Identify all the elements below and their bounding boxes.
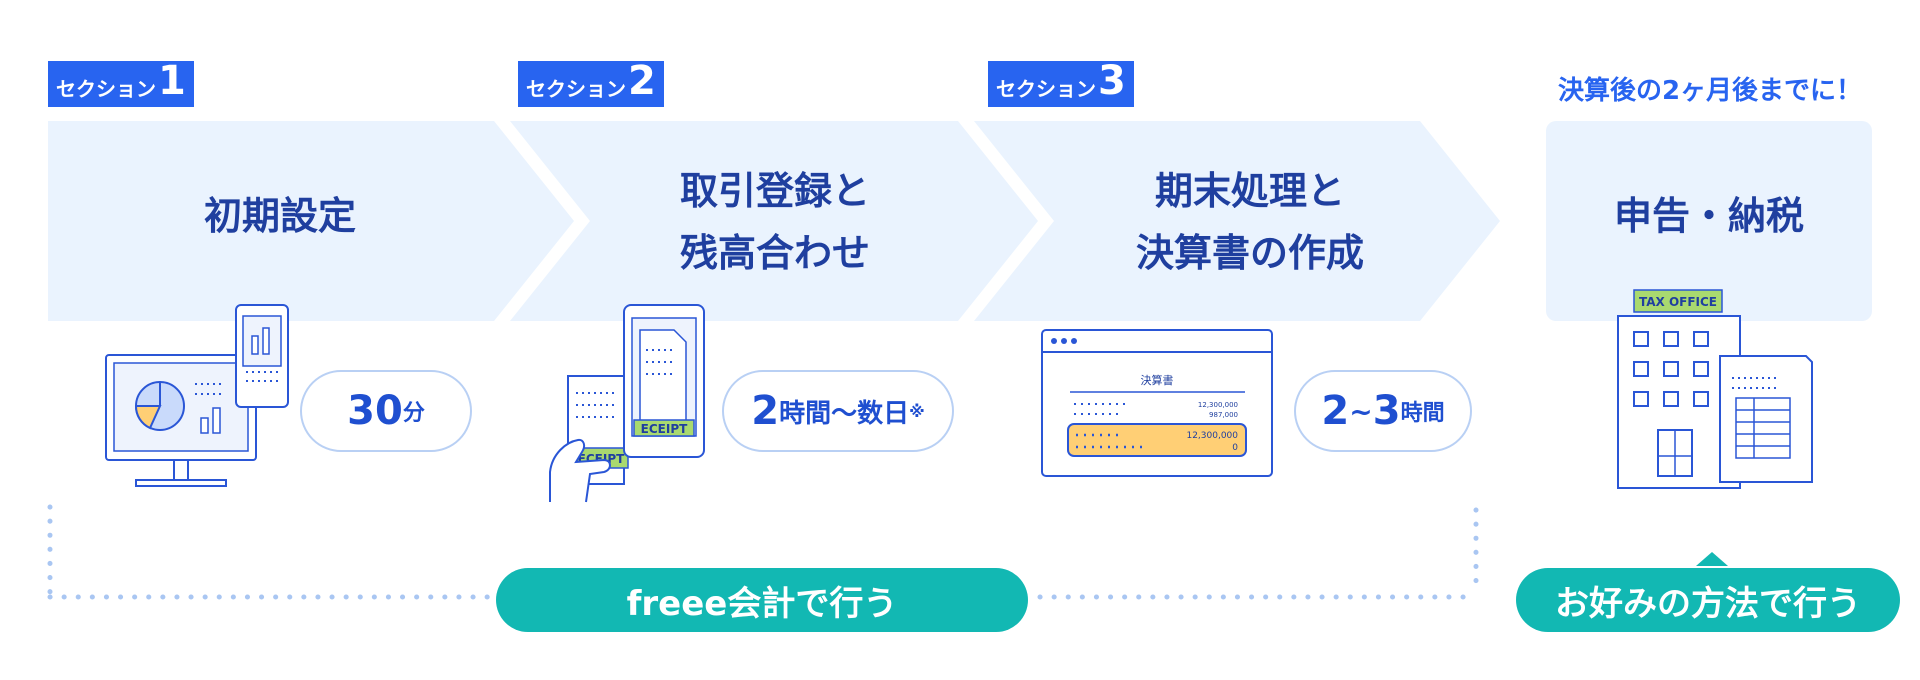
chevron-step-2	[510, 121, 1038, 321]
deadline-note: 決算後の2ヶ月後までに！	[1557, 76, 1863, 106]
step-1-title: 初期設定	[130, 185, 430, 247]
own-method-button[interactable]: お好みの方法で行う	[1516, 568, 1900, 632]
step-title-line: 初期設定	[203, 194, 356, 238]
time-pill-step-3: 2 ~ 3 時間	[1294, 370, 1472, 452]
section-1-tag: セクション 1	[48, 61, 194, 107]
document-title: 決算書	[1141, 373, 1174, 387]
time-pill-step-2: 2 時間〜数日 ※	[722, 370, 954, 452]
final-step-box	[1546, 121, 1872, 321]
footnote-mark: ※	[909, 401, 925, 421]
step-title-line: 残高合わせ	[679, 231, 870, 275]
section-tag-number: 1	[158, 58, 186, 104]
computer-phone-icon	[105, 304, 289, 487]
section-tag-number: 3	[1098, 58, 1126, 104]
section-tag-prefix: セクション	[56, 77, 156, 101]
action-pointer	[1696, 552, 1728, 566]
settlement-document-icon: 決算書 12,300,000 987,000 12,300,000 0	[1041, 329, 1273, 477]
time-number: 3	[1372, 388, 1401, 434]
doc-value: 987,000	[1209, 411, 1238, 419]
step-title-line: 取引登録と	[679, 169, 870, 213]
step-title-line: 申告・納税	[1613, 194, 1804, 238]
office-sign: TAX OFFICE	[1639, 295, 1717, 309]
time-number: 2	[1321, 388, 1350, 434]
section-tag-number: 2	[628, 58, 656, 104]
section-2-tag: セクション 2	[518, 61, 664, 107]
time-unit: 時間〜数日	[779, 398, 910, 429]
step-title-line: 期末処理と	[1154, 169, 1345, 213]
tax-office-icon: TAX OFFICE	[1617, 289, 1813, 489]
step-2-title: 取引登録と 残高合わせ	[625, 160, 925, 284]
doc-value: 0	[1232, 443, 1238, 453]
time-separator: ~	[1349, 394, 1373, 428]
section-3-tag: セクション 3	[988, 61, 1134, 107]
doc-value: 12,300,000	[1186, 431, 1238, 441]
section-tag-prefix: セクション	[526, 77, 626, 101]
step-title-line: 決算書の作成	[1135, 231, 1364, 275]
time-unit: 分	[402, 401, 425, 426]
final-step-title: 申告・納税	[1546, 185, 1872, 247]
freee-accounting-button[interactable]: freee会計で行う	[496, 568, 1028, 632]
chevron-step-3	[974, 121, 1500, 321]
receipt-scan-icon: ECEIPT ECEIPT	[549, 304, 705, 503]
receipt-label-screen: ECEIPT	[641, 422, 688, 436]
time-number: 30	[347, 388, 403, 434]
doc-value: 12,300,000	[1198, 401, 1238, 409]
chevron-step-1	[48, 121, 574, 321]
section-tag-prefix: セクション	[996, 77, 1096, 101]
step-3-title: 期末処理と 決算書の作成	[1090, 160, 1410, 284]
time-number: 2	[751, 388, 780, 434]
time-unit: 時間	[1400, 401, 1445, 426]
time-pill-step-1: 30 分	[300, 370, 472, 452]
